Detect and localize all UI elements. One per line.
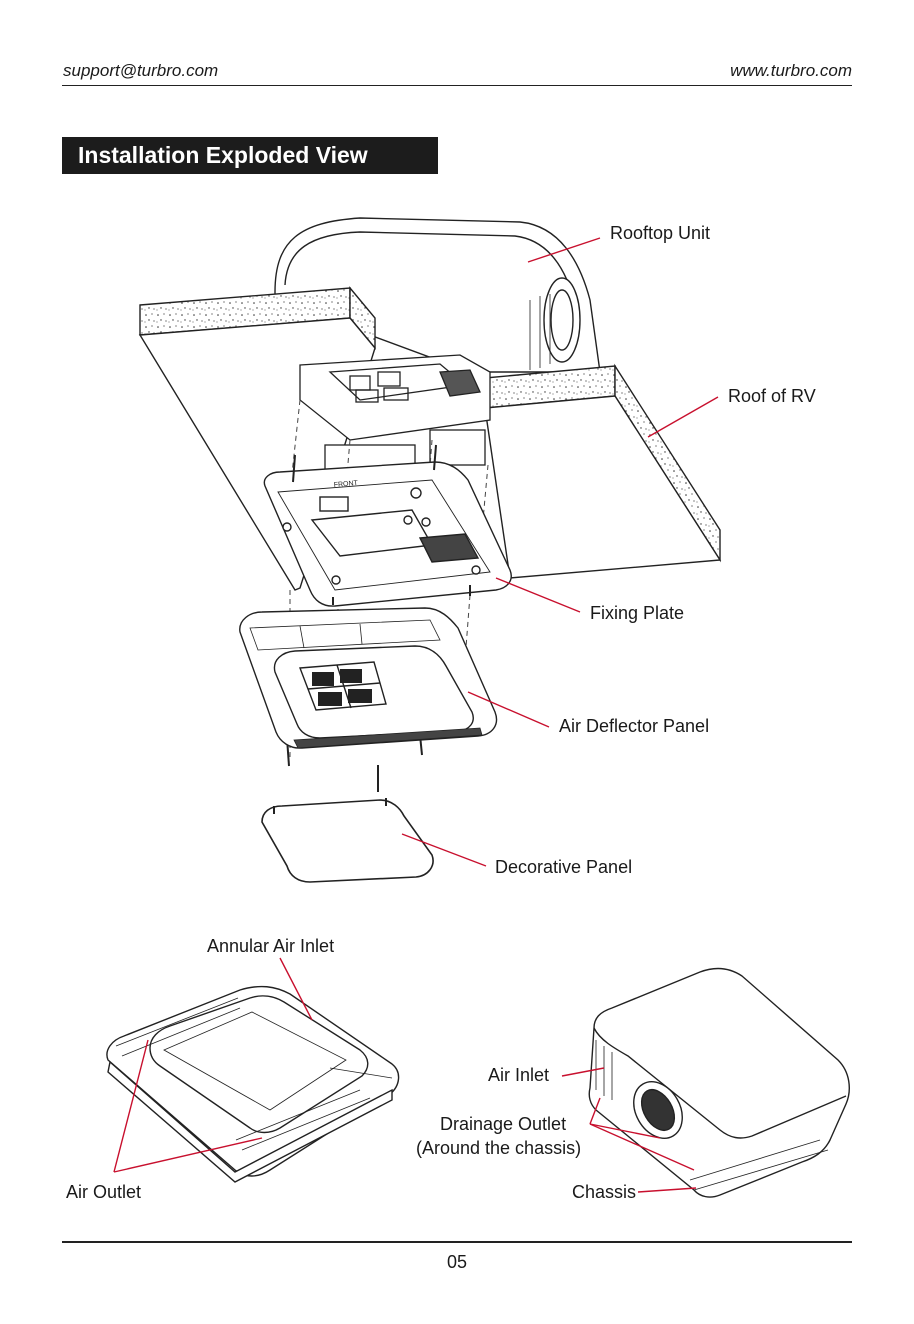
label-chassis: Chassis — [572, 1182, 636, 1203]
rooftop-unit-perspective-view — [589, 969, 849, 1198]
deflector-perspective-view — [107, 987, 399, 1182]
label-roof-of-rv: Roof of RV — [728, 386, 816, 407]
air-deflector-panel — [240, 608, 497, 748]
label-air-outlet: Air Outlet — [66, 1182, 141, 1203]
decorative-panel — [262, 798, 433, 882]
label-rooftop-unit: Rooftop Unit — [610, 223, 710, 244]
footer-divider — [62, 1241, 852, 1243]
label-drainage-note: (Around the chassis) — [416, 1138, 581, 1159]
label-decorative-panel: Decorative Panel — [495, 857, 632, 878]
label-drainage-outlet: Drainage Outlet — [440, 1114, 566, 1135]
label-air-inlet: Air Inlet — [488, 1065, 549, 1086]
page-number: 05 — [0, 1252, 914, 1273]
unit-base-tray — [300, 355, 490, 475]
label-annular-air-inlet: Annular Air Inlet — [207, 936, 334, 957]
label-air-deflector-panel: Air Deflector Panel — [559, 716, 709, 737]
label-fixing-plate: Fixing Plate — [590, 603, 684, 624]
